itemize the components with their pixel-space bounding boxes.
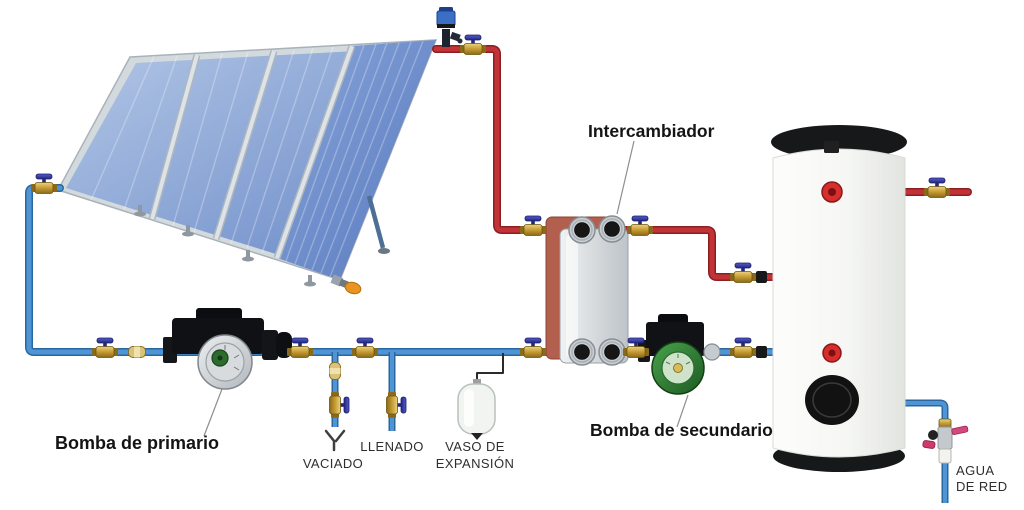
pipe-unions xyxy=(756,271,767,358)
label-llenado: LLENADO xyxy=(360,439,424,454)
hx-cold-side-valve xyxy=(519,337,547,358)
collector-return-valve xyxy=(30,173,58,194)
tank-top-cap xyxy=(771,125,907,159)
fill-shutoff-valve xyxy=(386,391,407,419)
label-intercambiador: Intercambiador xyxy=(588,121,715,141)
solar-collector-array xyxy=(56,39,438,295)
label-vaciado: VACIADO xyxy=(303,456,363,471)
label-agua-line2: DE RED xyxy=(956,479,1008,494)
expansion-vessel xyxy=(457,379,496,440)
hx-port-top-right xyxy=(598,215,626,243)
collector-panel-4 xyxy=(277,40,436,280)
air-vent-icon xyxy=(436,7,463,47)
pipe-primary-hot xyxy=(436,49,562,230)
mains-safety-valve-group xyxy=(922,418,969,464)
secondary-pump xyxy=(638,314,721,395)
drain-shutoff-valve xyxy=(329,391,350,419)
primary-loop-valve-3 xyxy=(351,337,379,358)
collector-fins xyxy=(90,40,424,278)
tank-hot-outlet-valve xyxy=(923,177,951,198)
tank-hot-inlet-valve xyxy=(729,262,757,283)
label-vaso-line2: EXPANSIÓN xyxy=(436,456,515,471)
intercambiador-leader xyxy=(616,140,635,215)
bomba-primario-leader xyxy=(203,388,223,437)
expansion-vessel-line xyxy=(476,353,504,384)
bomba-secundario-leader xyxy=(676,394,689,428)
expansion-vessel-nipple xyxy=(473,379,481,386)
collector-sensor xyxy=(330,274,362,295)
secondary-pump-coupling xyxy=(703,343,721,361)
primary-pump xyxy=(163,308,292,390)
hx-hot-outlet-valve xyxy=(626,215,654,236)
label-bomba-primario: Bomba de primario xyxy=(55,433,219,453)
drain-funnel xyxy=(324,429,346,452)
collector-feet xyxy=(134,205,316,287)
tank-cold-inlet-valve xyxy=(729,337,757,358)
collector-flow-valve xyxy=(459,34,487,55)
tank-label-plate xyxy=(824,141,839,153)
hx-port-bottom-left xyxy=(568,338,596,366)
pipe-secondary-hot xyxy=(614,230,773,277)
hx-port-top-left xyxy=(568,216,596,244)
primary-check-valve xyxy=(128,346,146,358)
hx-port-bottom-right xyxy=(598,338,626,366)
label-agua-line1: AGUA xyxy=(956,463,994,478)
collector-rear-foot xyxy=(378,248,390,254)
heat-exchanger xyxy=(545,215,629,366)
label-bomba-secundario: Bomba de secundario xyxy=(590,420,773,440)
collector-rear-leg xyxy=(366,195,386,249)
hx-hot-inlet-valve xyxy=(519,215,547,236)
primary-loop-valve-1 xyxy=(91,337,119,358)
storage-tank xyxy=(771,125,907,472)
label-vaso-line1: VASO DE xyxy=(445,439,505,454)
drain-fitting xyxy=(329,362,341,380)
collector-dividers-face xyxy=(150,45,354,259)
